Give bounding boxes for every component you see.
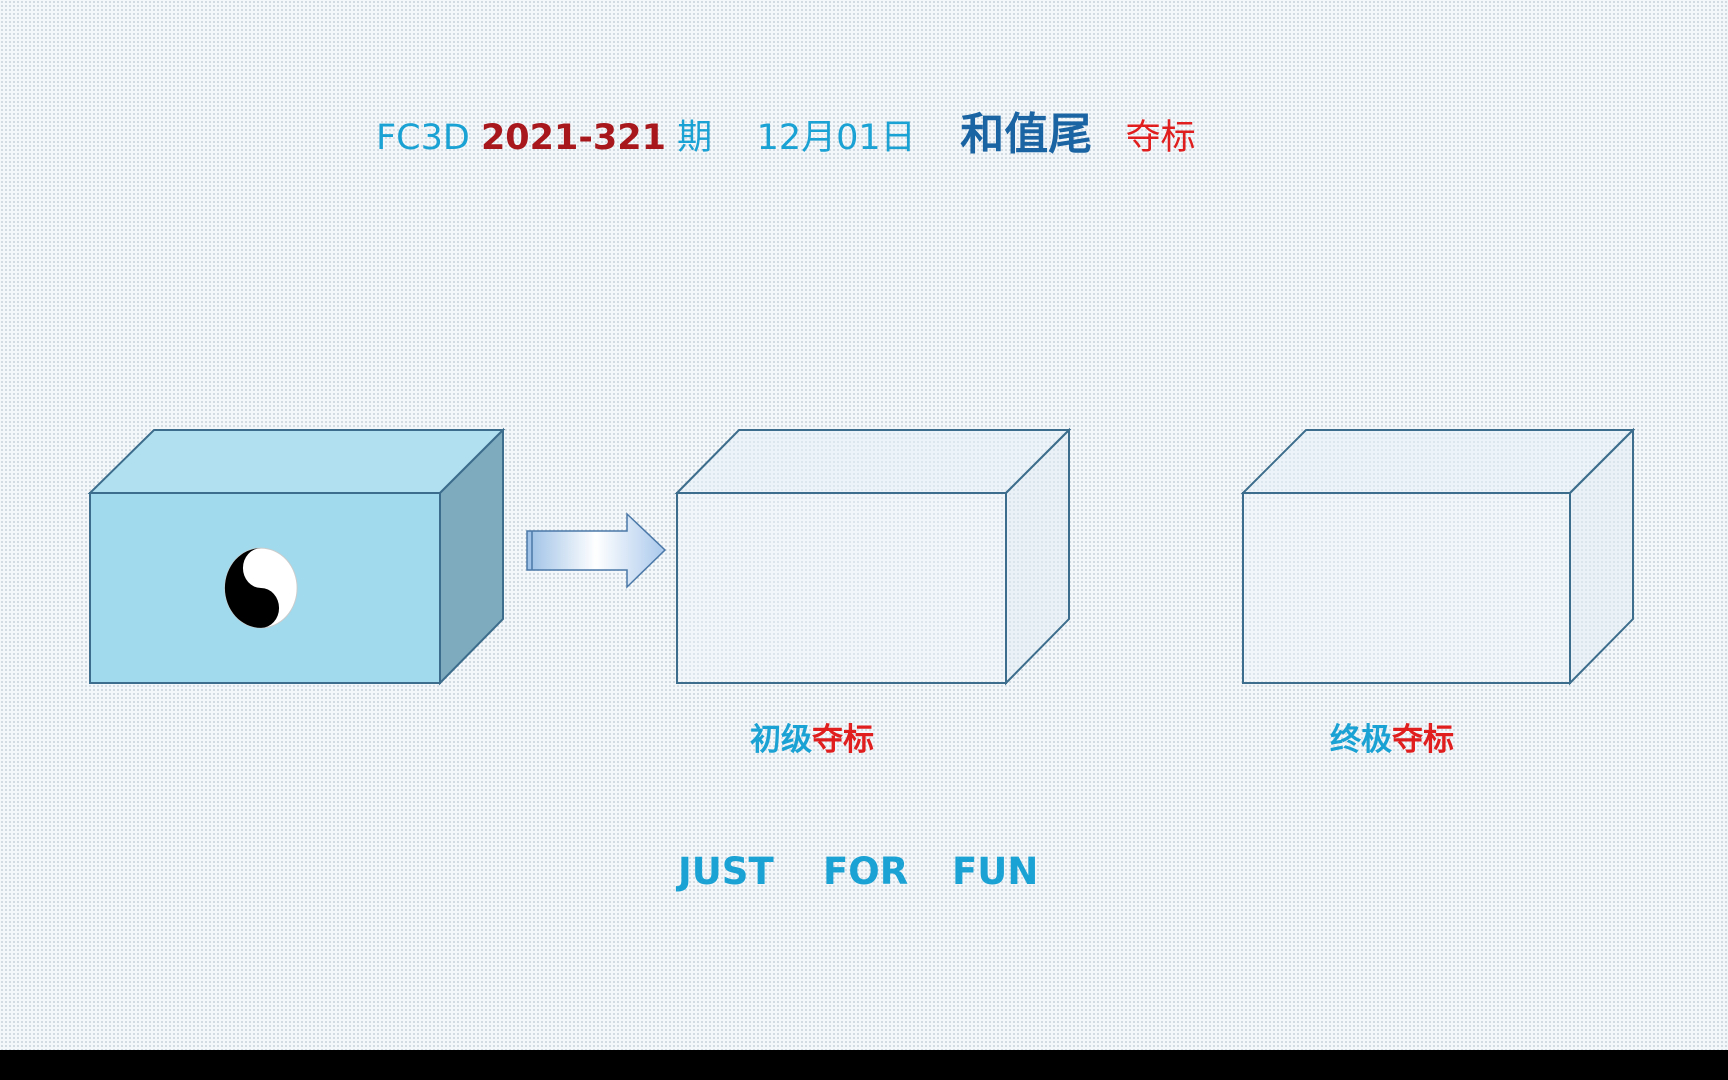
footer-word-fun: FUN [952, 850, 1039, 893]
bottom-black-bar [0, 1050, 1728, 1080]
topic-title: 和值尾 [960, 109, 1093, 160]
draw-date: 12月01日 [756, 118, 916, 158]
stage-label-level: 终极 [1330, 722, 1392, 758]
issue-suffix: 期 [677, 118, 713, 158]
stage-label-level: 初级 [750, 722, 812, 758]
page-title: FC3D 2021-321 期 12月01日 和值尾 夺标 [376, 98, 1196, 162]
arrow-right-icon [526, 512, 667, 589]
lottery-name: FC3D [376, 118, 470, 158]
footer-word-for: FOR [823, 850, 909, 893]
stage-label-final: 终极夺标 [1330, 714, 1454, 759]
source-box [87, 427, 506, 686]
stage-box-initial [674, 427, 1072, 686]
stage-label-tag: 夺标 [1392, 722, 1454, 758]
stage-label-tag: 夺标 [812, 722, 874, 758]
yin-yang-icon [224, 547, 298, 629]
stage-label-initial: 初级夺标 [750, 714, 874, 759]
tag-title: 夺标 [1125, 118, 1196, 158]
stage-box-final [1240, 427, 1636, 686]
footer-word-just: JUST [678, 850, 774, 893]
issue-number: 2021-321 [480, 118, 666, 158]
